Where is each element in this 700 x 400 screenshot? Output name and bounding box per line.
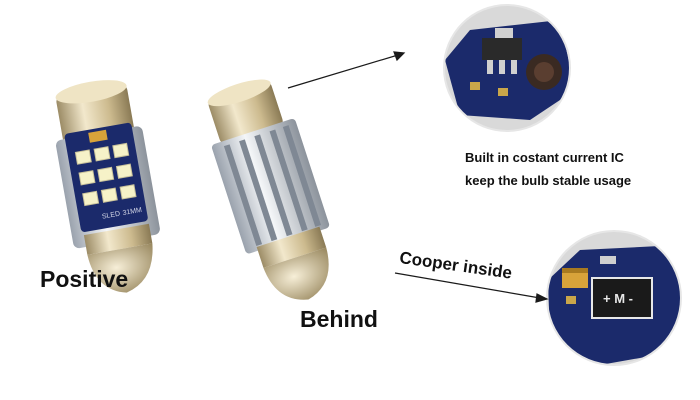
behind-bulb	[207, 79, 330, 300]
ic-caption-line1: Built in costant current IC	[465, 150, 624, 165]
arrow-to-ic	[287, 51, 406, 89]
ic-caption: Built in costant current IC keep the bul…	[465, 146, 631, 192]
positive-label: Positive	[40, 266, 129, 292]
ic-caption-line2: keep the bulb stable usage	[465, 173, 632, 188]
heatsink-fins	[223, 125, 322, 247]
positive-bulb: SLED 31MM	[55, 80, 160, 293]
pcb-chip-mark: SLED	[101, 211, 120, 221]
ic-closeup-photo	[443, 4, 571, 132]
behind-label: Behind	[300, 306, 378, 332]
led-chip-grid	[74, 142, 137, 207]
circuit-signs: + M -	[603, 291, 633, 306]
copper-closeup-photo: + M -	[546, 230, 682, 366]
pcb-size-mark: 31MM	[122, 207, 143, 217]
arrow-to-copper	[394, 272, 549, 303]
